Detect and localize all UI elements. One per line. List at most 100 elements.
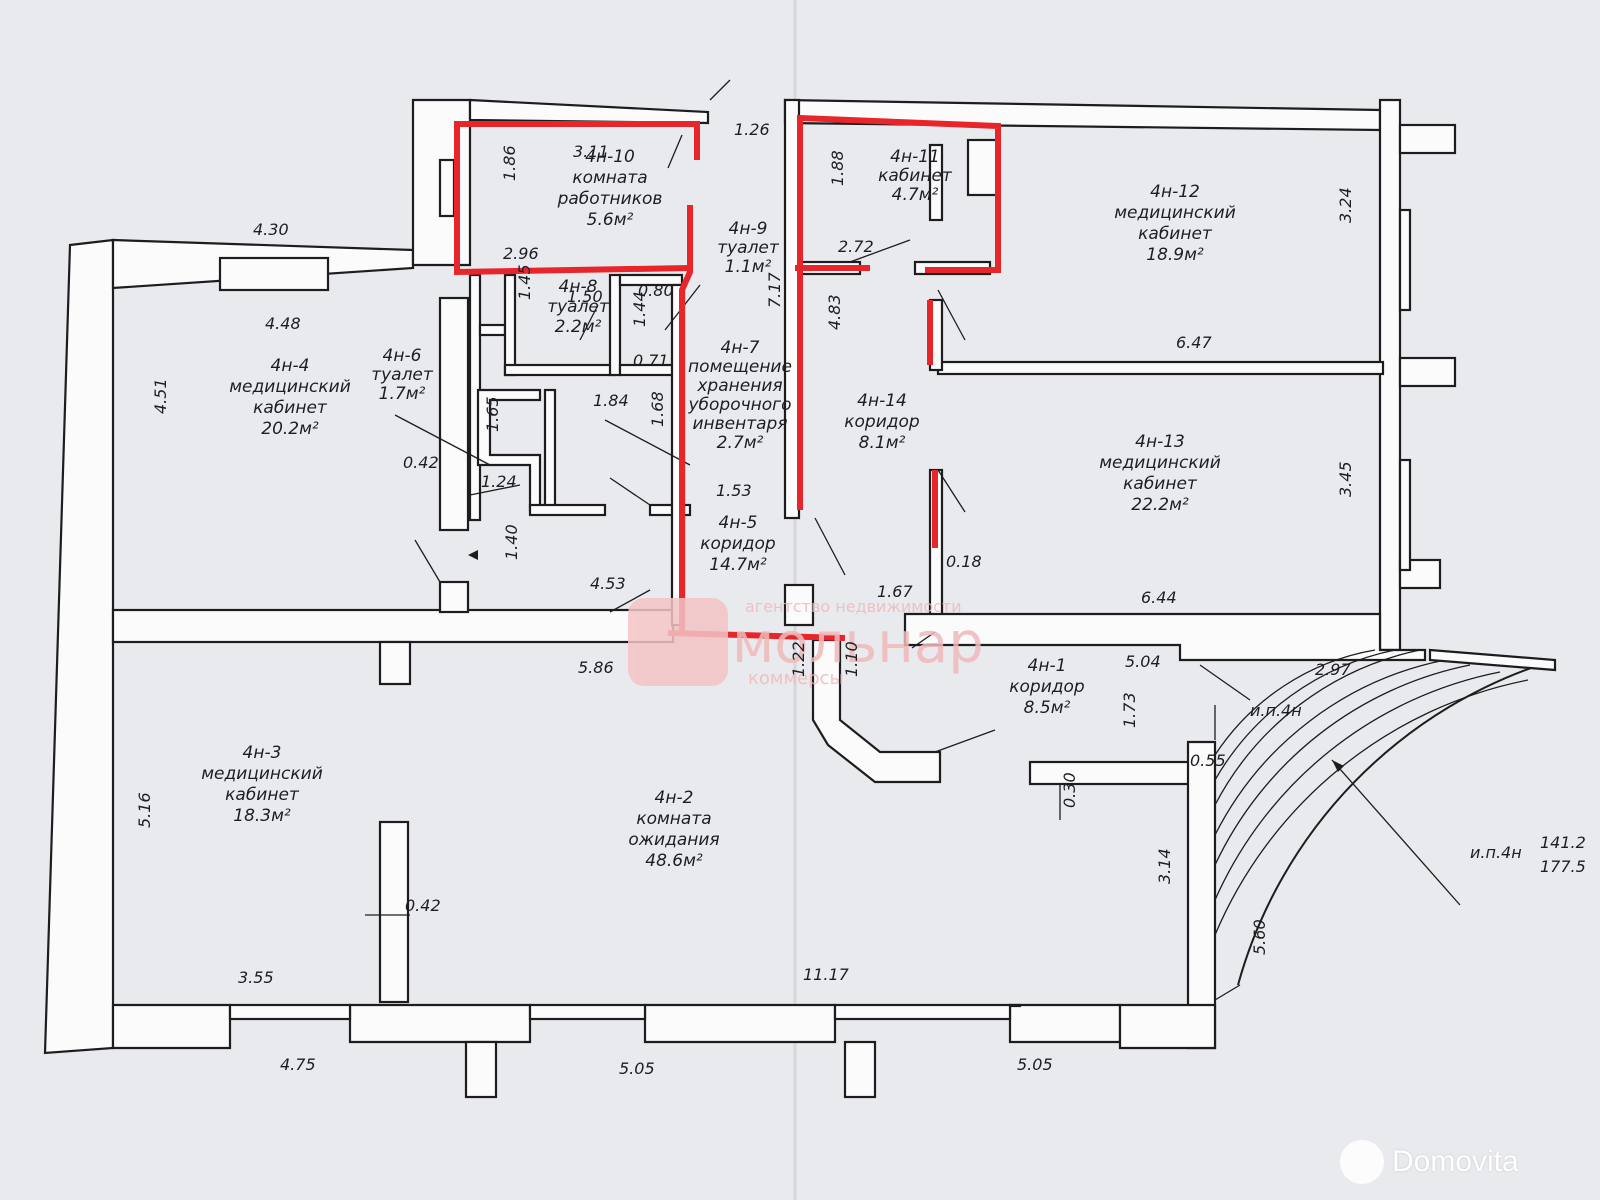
dimension-label: 6.44 [1141,588,1177,607]
dimension-label: 5.05 [619,1059,655,1078]
room-label-line: 2.7м² [717,433,764,453]
leader-4n1 [934,729,996,753]
wall-middle-stub [378,640,412,686]
window-bottom-1 [228,1003,352,1021]
dimension-label: 1.50 [567,287,603,306]
dimension-label: 0.80 [638,281,674,300]
room-label-line: кабинет [253,398,328,418]
watermark-top: агентство недвижимости [745,597,962,616]
leader-4n8 [579,304,599,341]
dimension-label: 1.44 [630,291,649,327]
wall-4n1-bottom [1028,760,1192,786]
dimension-label: 3.55 [238,968,274,987]
room-label-line: работников [557,189,663,209]
wall-4n4-right-low [438,580,470,614]
room-label-line: 4н-8 [559,277,598,297]
wall-stub-right-top [1398,123,1457,155]
wall-4n12-4n13 [936,360,1385,376]
room-label-line: туалет [371,365,434,385]
wall-4n1-left [811,638,942,784]
wall-4n4-right [438,296,470,532]
room-label-line: 48.6м² [645,851,703,871]
dimension-label: 1.65 [483,396,502,432]
window-bottom-3b [833,1003,1012,1021]
door-4n1 [911,631,936,649]
wall-bottom-2 [348,1003,532,1044]
room-label-line: 1.7м² [379,384,426,404]
stair-arc-6 [1214,671,1501,901]
room-label-line: уборочного [687,395,791,415]
leader-4n7 [604,419,691,466]
dimension-label: 4.30 [253,220,289,239]
watermark-brand: мольнар [732,611,984,676]
site-logo-icon [1340,1140,1384,1184]
room-label-line: 4н-7 [721,338,760,358]
room-label-line: 1.1м² [725,257,772,277]
room-label-line: коридор [844,412,920,432]
wall-4n13-bottom [903,612,1427,662]
label-cut-2: 177.5 [1540,857,1586,876]
dimension-label: 1.45 [515,264,534,300]
site-logo-text: Domovita [1392,1145,1519,1178]
room-label-line: 8.5м² [1024,698,1071,718]
room-label-line: ожидания [628,830,719,850]
room-label-line: 4н-12 [1150,182,1200,202]
dimension-label: 5.05 [1017,1055,1053,1074]
window-right-1 [1398,208,1412,312]
stair-arc-2 [1214,649,1396,781]
room-label-line: 14.7м² [709,555,767,575]
dimension-label: 2.72 [838,237,874,256]
room-label-line: кабинет [1123,474,1198,494]
room-label-line: 22.2м² [1131,495,1189,515]
dimension-label: 1.84 [593,391,629,410]
highlight-4n5-right [679,205,693,633]
wall-4n7-left [543,388,557,512]
dimension-label: 1.22 [789,641,808,677]
wall-middle-horizontal [111,608,675,644]
dimension-label: 11.17 [803,965,850,984]
room-label-line: 18.3м² [233,806,291,826]
wall-bottom-5 [1118,1003,1217,1050]
leader-4n7b [609,477,651,506]
site-logo[interactable]: Domovita [1340,1140,1519,1184]
stair-landing [1428,648,1557,672]
dimension-label: 3.14 [1155,848,1174,884]
stair-direction [1331,759,1461,906]
room-label-line: 8.1м² [859,433,906,453]
room-label-line: туалет [547,297,610,317]
wall-bottom-1 [111,1003,232,1050]
room-label-line: 5.6м² [587,210,634,230]
entrance-stairs [1214,648,1557,1001]
dimension-label: 7.17 [765,272,784,308]
dimension-label: 1.67 [877,582,913,601]
entry-arrow-icon [468,550,478,560]
room-label-line: 4н-13 [1135,432,1185,452]
window-4n10 [438,158,456,218]
dimension-label: 1.10 [842,641,861,677]
door-4n4 [414,539,441,583]
window-right-2 [1398,458,1412,572]
door-4n13 [937,469,966,513]
highlight-4n11 [797,114,1001,510]
wall-4n2-partition [378,820,410,1004]
leader-4n6 [394,414,491,466]
dimension-label: 0.55 [1190,751,1226,770]
wall-4n2-right [1186,740,1217,1050]
room-label-line: комната [572,168,647,188]
room-label-line: 4н-4 [271,356,310,376]
window-bottom-2 [528,1003,647,1021]
leader-4n10 [667,134,683,169]
watermark-bottom: коммерсы [748,668,844,689]
stair-edge-bottom [1214,984,1241,1001]
room-label-line: 4н-5 [719,513,758,533]
highlight-4n10 [454,121,700,276]
